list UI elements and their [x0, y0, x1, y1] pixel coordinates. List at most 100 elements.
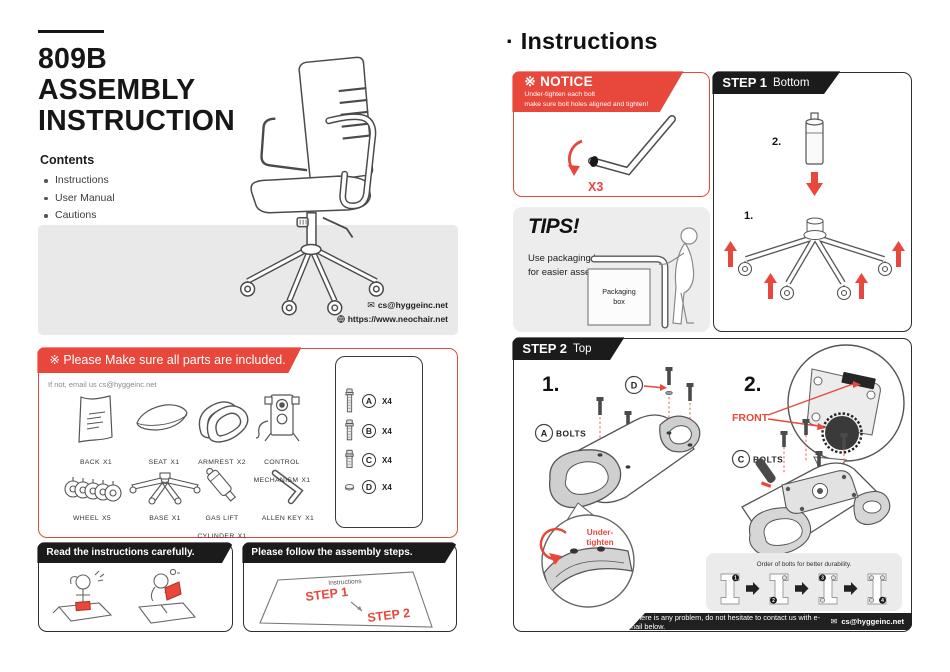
envelope-icon: ✉	[367, 300, 375, 310]
tips-line-1: Use packaging box	[528, 253, 609, 264]
bolt-order-panel: Order of bolts for better durability. 1 …	[706, 553, 902, 611]
step2-num2: 2.	[744, 373, 762, 396]
instructions-title: · Instructions	[506, 28, 658, 54]
parts-checklist-box: ※ Please Make sure all parts are include…	[37, 347, 458, 540]
bolt-c-letter: C	[362, 453, 376, 467]
tips-panel: TIPS! Use packaging box for easier assem…	[513, 207, 710, 332]
chair-wheels	[239, 281, 385, 316]
step1-sublabel: Bottom	[772, 76, 810, 89]
bolt-a-letter: A	[362, 394, 376, 408]
bolt-c-icon	[336, 449, 362, 471]
title-line-2: ASSEMBLY	[38, 74, 196, 106]
notice-heading: ※ NOTICE	[524, 74, 593, 90]
base-part-icon	[129, 472, 201, 505]
control-mechanism-part-icon	[255, 394, 300, 442]
part-qty: X1	[301, 477, 311, 484]
a-bolts-group	[596, 367, 694, 465]
order-plate-3: 3	[818, 573, 838, 605]
a-bolts-word: BOLTS	[556, 429, 586, 439]
order-num-2: 2	[772, 598, 775, 604]
part-name: SEAT	[148, 459, 168, 466]
step1-panel: STEP 1 Bottom 2. 1.	[712, 71, 912, 332]
part-qty: X1	[170, 459, 180, 466]
contact-email: cs@hyggeinc.net	[377, 300, 448, 310]
c-bolts-letter: C	[738, 455, 745, 465]
parts-banner: ※ Please Make sure all parts are include…	[37, 347, 302, 374]
part-qty: X1	[237, 533, 247, 540]
box-label-line-2: box	[613, 297, 625, 306]
bolt-c-qty: X4	[382, 455, 392, 465]
front-label: FRONT	[732, 412, 769, 424]
contact-footer-bar: If there is any problem, do not hesitate…	[629, 613, 912, 630]
order-num-3: 3	[821, 576, 824, 582]
step2-banner: STEP 2 Top	[512, 337, 625, 361]
part-qty: X1	[305, 515, 315, 522]
box-label-line-1: Packaging	[602, 287, 636, 296]
bolts-panel: A X4 B X4 C X4 D X4	[335, 356, 423, 528]
part-qty: X5	[101, 515, 111, 522]
c-bolts-group	[780, 419, 848, 491]
follow-steps-panel: Please follow the assembly steps. Instru…	[242, 542, 458, 632]
contact-website-row: https://www.neochair.net	[240, 313, 448, 327]
c-bolts-word: BOLTS	[753, 455, 783, 465]
step1-banner: STEP 1 Bottom	[712, 71, 841, 95]
notice-line-1: Under-tighten each bolt	[524, 91, 596, 99]
sheet-title: Instructions	[328, 578, 362, 587]
steps-sheet-illustration: Instructions STEP 1 STEP 2	[259, 571, 433, 628]
back-part-icon	[78, 395, 113, 443]
order-num-1: 1	[734, 576, 737, 582]
packaging-box-illustration: Packaging box	[587, 227, 698, 329]
d-callout-letter: D	[631, 381, 638, 391]
part-qty: X2	[236, 459, 246, 466]
footer-email: cs@hyggeinc.net	[841, 617, 904, 626]
part-name: BACK	[80, 459, 100, 466]
step2-panel: 1. D	[512, 337, 912, 632]
bolt-b-qty: X4	[382, 426, 392, 436]
contact-email-row: ✉cs@hyggeinc.net	[240, 299, 448, 313]
step1-illustration: 2. 1.	[724, 112, 905, 301]
read-instructions-illustration	[52, 569, 197, 624]
office-chair-illustration	[239, 56, 385, 316]
washer-d-letter: D	[362, 480, 376, 494]
gas-lift-part-icon	[206, 467, 237, 502]
read-instructions-panel: Read the instructions carefully.	[37, 542, 234, 632]
part-qty: X1	[171, 515, 181, 522]
read-instructions-banner: Read the instructions carefully.	[37, 542, 234, 564]
notice-line-2: make sure bolt holes aligned and tighten…	[524, 100, 649, 108]
step2-sublabel: Top	[572, 342, 592, 355]
contact-website: https://www.neochair.net	[347, 313, 448, 324]
contents-item: User Manual	[44, 190, 115, 208]
part-name: CONTROL MECHANISM	[253, 459, 300, 484]
armrest-right-ring	[659, 415, 701, 453]
notice-header: ※ NOTICE Under-tighten each bolt make su…	[512, 71, 684, 113]
bolt-row: D X4	[336, 473, 422, 501]
follow-steps-banner: Please follow the assembly steps.	[242, 542, 458, 564]
bolt-order-title: Order of bolts for better durability.	[757, 561, 852, 568]
order-plate-2: 2	[769, 573, 789, 605]
title-line-1: 809B	[38, 43, 107, 75]
step2-num1: 1.	[542, 373, 560, 396]
washer-d-icon	[336, 481, 362, 493]
step2-illustration: 1. D	[534, 344, 905, 611]
part-name: GAS LIFT CYLINDER	[197, 515, 239, 540]
bolt-a-qty: X4	[382, 396, 392, 406]
sheet-step1: STEP 1	[305, 585, 349, 604]
under-tighten-line-2: tighten	[586, 538, 613, 547]
step2-label: STEP 2	[522, 341, 567, 357]
part-name: ALLEN KEY	[261, 515, 303, 522]
page-title: 809B ASSEMBLY INSTRUCTION	[38, 44, 235, 137]
contents-list: Instructions User Manual Cautions	[44, 172, 115, 225]
part-name: BASE	[149, 515, 169, 522]
bolt-a-icon	[336, 387, 362, 415]
bolt-row: B X4	[336, 417, 422, 445]
part-qty: X1	[102, 459, 112, 466]
globe-icon	[336, 314, 345, 324]
allen-count-label: X3	[588, 180, 603, 194]
part-name: ARMREST	[198, 459, 234, 466]
armrest-left-ring	[548, 449, 622, 509]
title-rule	[38, 30, 104, 33]
